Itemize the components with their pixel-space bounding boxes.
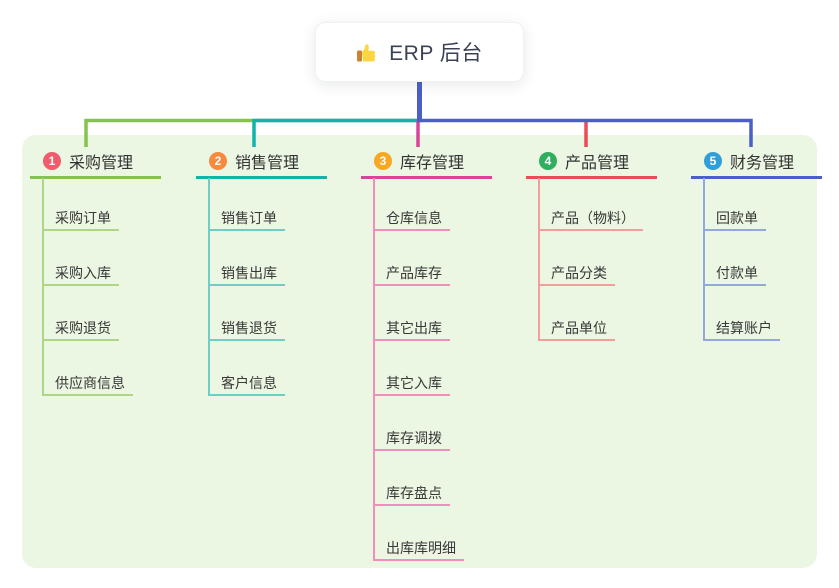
child-node[interactable]: 付款单	[703, 262, 766, 286]
child-node[interactable]: 销售出库	[208, 262, 285, 286]
branch-label: 财务管理	[730, 155, 795, 172]
branch-number-badge: 2	[209, 152, 227, 170]
branch-node-3[interactable]: 3 库存管理	[361, 146, 492, 179]
root-label: ERP 后台	[389, 42, 483, 65]
child-node[interactable]: 产品库存	[373, 262, 450, 286]
thumbs-up-icon	[356, 40, 380, 64]
child-node[interactable]: 采购退货	[42, 317, 119, 341]
child-node[interactable]: 库存调拨	[373, 427, 450, 451]
child-node[interactable]: 出库库明细	[373, 537, 464, 561]
branch-node-5[interactable]: 5 财务管理	[691, 146, 822, 179]
child-node[interactable]: 采购订单	[42, 207, 119, 231]
branch-label: 销售管理	[235, 155, 300, 172]
child-connector-line	[373, 178, 375, 561]
child-connector-line	[208, 178, 210, 396]
child-connector-line	[42, 178, 44, 396]
branch-number-badge: 5	[704, 152, 722, 170]
child-connector-line	[538, 178, 540, 341]
branch-node-1[interactable]: 1 采购管理	[30, 146, 161, 179]
child-connector-line	[703, 178, 705, 341]
child-node[interactable]: 库存盘点	[373, 482, 450, 506]
child-node[interactable]: 产品单位	[538, 317, 615, 341]
child-node[interactable]: 其它入库	[373, 372, 450, 396]
branch-label: 采购管理	[69, 155, 134, 172]
child-node[interactable]: 销售退货	[208, 317, 285, 341]
branch-number-badge: 1	[43, 152, 61, 170]
child-node[interactable]: 客户信息	[208, 372, 285, 396]
child-node[interactable]: 销售订单	[208, 207, 285, 231]
branch-number-badge: 4	[539, 152, 557, 170]
child-node[interactable]: 产品（物料）	[538, 207, 643, 231]
child-node[interactable]: 回款单	[703, 207, 766, 231]
branch-node-2[interactable]: 2 销售管理	[196, 146, 327, 179]
branches-panel	[22, 135, 817, 568]
child-node[interactable]: 其它出库	[373, 317, 450, 341]
child-node[interactable]: 供应商信息	[42, 372, 133, 396]
branch-label: 库存管理	[400, 155, 465, 172]
child-node[interactable]: 结算账户	[703, 317, 780, 341]
child-node[interactable]: 仓库信息	[373, 207, 450, 231]
child-node[interactable]: 采购入库	[42, 262, 119, 286]
branch-node-4[interactable]: 4 产品管理	[526, 146, 657, 179]
root-node[interactable]: ERP 后台	[315, 22, 524, 82]
branch-number-badge: 3	[374, 152, 392, 170]
child-node[interactable]: 产品分类	[538, 262, 615, 286]
branch-label: 产品管理	[565, 155, 630, 172]
